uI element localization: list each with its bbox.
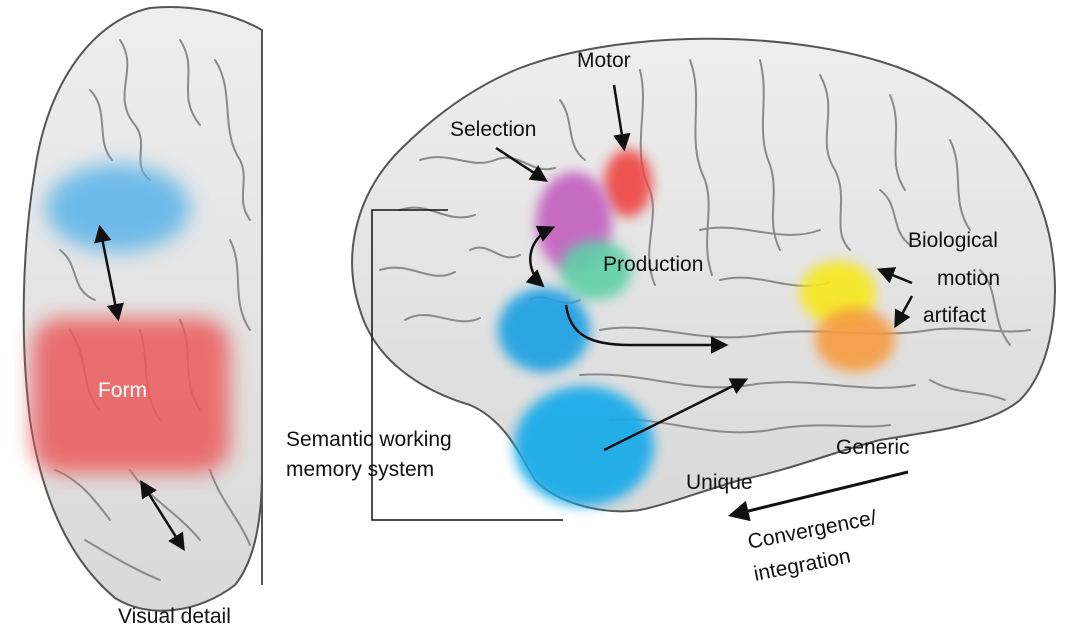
ventral-double-arrow-upper <box>94 224 124 322</box>
semantic-label-line-1: Semantic working <box>286 428 452 451</box>
biological-arrow-lower <box>894 295 914 329</box>
ventral-double-arrow-lower <box>140 480 185 551</box>
form-region <box>32 318 230 473</box>
temporal-diagonal-arrow <box>603 378 749 452</box>
motor-region <box>604 149 652 217</box>
semantic-bracket <box>371 209 563 521</box>
biological-label-line-2: motion <box>937 267 1001 290</box>
lateral-brain-view <box>351 37 1056 522</box>
form-label: Form <box>98 379 147 402</box>
biological-label-line-3: artifact <box>923 304 987 327</box>
selection-label: Selection <box>450 118 537 141</box>
generic-label: Generic <box>836 436 910 459</box>
biological-arrow-upper <box>876 267 913 285</box>
selection-arrow <box>495 146 548 182</box>
production-label: Production <box>603 253 704 276</box>
selection-production-curved-arrow <box>525 225 556 288</box>
biological-orange-region <box>815 308 895 372</box>
biological-label-line-1: Biological <box>908 229 998 252</box>
motor-label: Motor <box>577 49 631 72</box>
unique-label: Unique <box>686 471 753 494</box>
convergence-arrow <box>727 470 909 522</box>
frontal-to-temporal-arrow <box>564 304 729 354</box>
lateral-brain-outline <box>351 37 1056 513</box>
semantic-label-line-2: memory system <box>286 458 435 481</box>
visual-detail-upper-region <box>46 164 190 252</box>
visual-detail-label: Visual detail <box>118 605 231 628</box>
motor-arrow <box>612 84 631 152</box>
production-region <box>560 240 632 300</box>
semantic-temporal-region <box>514 386 654 506</box>
ventral-brain-view <box>22 5 263 612</box>
